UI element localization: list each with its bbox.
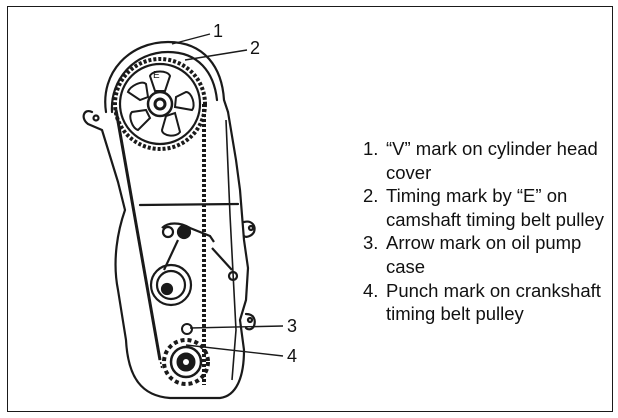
legend-item-4: 4. Punch mark on crankshaft timing belt … bbox=[363, 279, 613, 326]
mount-tab-upper bbox=[242, 220, 256, 238]
cylinder-head-cover bbox=[104, 40, 230, 114]
mount-hole-left bbox=[92, 114, 100, 122]
leader-lines bbox=[171, 33, 284, 357]
legend-text: “V” mark on cylinder head cover bbox=[386, 138, 598, 183]
camshaft-pulley bbox=[113, 57, 207, 151]
tensioner bbox=[149, 222, 239, 307]
timing-cover-outline bbox=[82, 110, 250, 400]
leader-line-4 bbox=[185, 344, 284, 357]
legend-list: 1. “V” mark on cylinder head cover 2. Ti… bbox=[363, 137, 613, 326]
leader-line-3 bbox=[189, 325, 284, 329]
leader-line-2 bbox=[184, 49, 248, 61]
mount-hole-upper bbox=[247, 224, 255, 232]
legend-number: 2. bbox=[363, 185, 379, 207]
leader-line-1 bbox=[171, 33, 211, 45]
tensioner-pulley bbox=[149, 263, 193, 307]
legend-number: 4. bbox=[363, 279, 379, 301]
legend-text: Punch mark on crankshaft timing belt pul… bbox=[386, 279, 601, 325]
legend-text: Timing mark by “E” on camshaft timing be… bbox=[386, 185, 604, 230]
oil-pump-arrow-mark bbox=[181, 323, 193, 335]
cylinder-head-cover-inner bbox=[110, 50, 219, 114]
legend-number: 3. bbox=[363, 232, 379, 254]
pulley-mark-e: E bbox=[153, 70, 160, 81]
legend-item-2: 2. Timing mark by “E” on camshaft timing… bbox=[363, 184, 613, 231]
callout-3: 3 bbox=[287, 316, 298, 336]
figure-frame bbox=[7, 6, 613, 412]
callout-4: 4 bbox=[287, 346, 298, 366]
callout-1: 1 bbox=[213, 21, 224, 41]
crankshaft-pulley bbox=[162, 338, 210, 386]
legend-item-1: 1. “V” mark on cylinder head cover bbox=[363, 137, 613, 184]
legend-item-3: 3. Arrow mark on oil pump case bbox=[363, 231, 613, 278]
callout-2: 2 bbox=[250, 38, 261, 58]
legend-number: 1. bbox=[363, 138, 379, 159]
cover-seam bbox=[138, 202, 240, 207]
mount-hole-lower bbox=[246, 316, 254, 324]
legend-text: Arrow mark on oil pump case bbox=[386, 232, 582, 277]
